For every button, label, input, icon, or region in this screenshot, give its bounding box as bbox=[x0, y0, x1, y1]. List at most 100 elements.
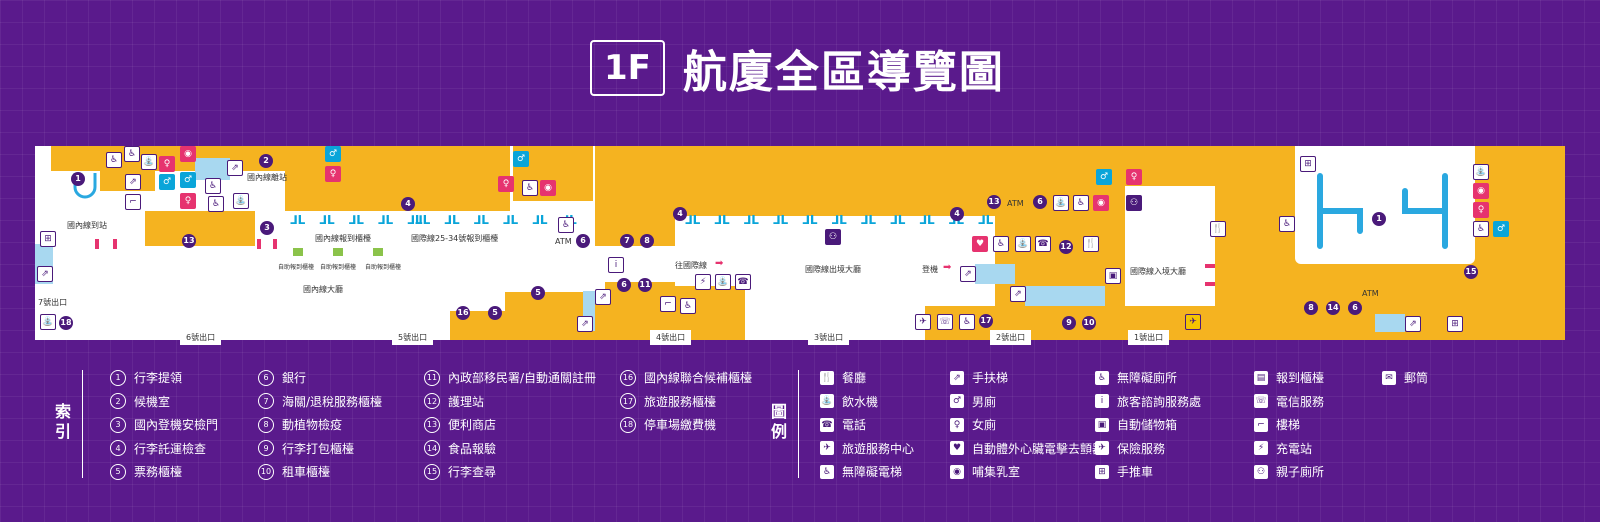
tourist-center-icon: ✈ bbox=[820, 441, 834, 456]
marker-12: 12 bbox=[1059, 240, 1073, 254]
index-label: 行李提領 bbox=[134, 371, 183, 386]
male-toilet-icon: ♂ bbox=[180, 172, 196, 188]
water-icon: ⛲ bbox=[715, 274, 731, 290]
marker-6: 6 bbox=[1033, 195, 1047, 209]
aed-icon: ♥ bbox=[950, 441, 964, 456]
water-icon: ⛲ bbox=[141, 154, 157, 170]
escalator-icon: ⇗ bbox=[1010, 286, 1026, 302]
marker-15: 15 bbox=[1464, 265, 1478, 279]
intl-arrival-hall-label: 國際線入境大廳 bbox=[1130, 267, 1186, 276]
index-label: 行李打包櫃檯 bbox=[282, 441, 355, 456]
nursing-room-icon: ◉ bbox=[950, 464, 964, 479]
index-label: 食品報驗 bbox=[448, 441, 497, 456]
marker-6: 6 bbox=[576, 234, 590, 248]
legend-item: ♀女廁 bbox=[950, 413, 1104, 437]
marker-16: 16 bbox=[456, 306, 470, 320]
escalator-icon: ⇗ bbox=[227, 160, 243, 176]
baggage-carousel bbox=[1317, 173, 1448, 249]
marker-13: 13 bbox=[182, 234, 196, 248]
floor-badge: 1F bbox=[590, 40, 665, 96]
index-number: 2 bbox=[110, 393, 126, 410]
marker-1: 1 bbox=[71, 172, 85, 186]
legend-label: 無障礙電梯 bbox=[842, 465, 903, 480]
legend-label: 手扶梯 bbox=[972, 371, 1009, 386]
female-toilet-icon: ♀ bbox=[325, 166, 341, 182]
marker-3: 3 bbox=[260, 221, 274, 235]
legend-label: 餐廳 bbox=[842, 371, 867, 386]
index-number: 7 bbox=[258, 393, 274, 410]
intl-checkin-label: 國際線25-34號報到櫃檯 bbox=[411, 234, 499, 243]
marker-5: 5 bbox=[488, 306, 502, 320]
legend-label: 樓梯 bbox=[1276, 418, 1301, 433]
legend-label: 旅遊服務中心 bbox=[842, 441, 915, 456]
female-toilet-icon: ♀ bbox=[498, 176, 514, 192]
family-toilet-icon: ⚇ bbox=[1126, 195, 1142, 211]
water-icon: ⛲ bbox=[1473, 164, 1489, 180]
domestic-arrival-label: 國內線到站 bbox=[67, 221, 107, 230]
legend-heading: 圖例 bbox=[770, 402, 787, 441]
legend-label: 哺集乳室 bbox=[972, 465, 1021, 480]
index-label: 候機室 bbox=[134, 394, 171, 409]
legend-column: ⇗手扶梯♂男廁♀女廁♥自動體外心臟電擊去顫器◉哺集乳室 bbox=[950, 366, 1104, 484]
marker-9: 9 bbox=[1062, 316, 1076, 330]
legend-item: ♥自動體外心臟電擊去顫器 bbox=[950, 437, 1104, 461]
legend-column: ✉郵筒 bbox=[1382, 366, 1428, 390]
stairs-icon: ⌐ bbox=[1254, 417, 1268, 432]
index-label: 內政部移民署/自動通關註冊 bbox=[448, 371, 597, 386]
marker-8: 8 bbox=[1304, 301, 1318, 315]
legend-label: 男廁 bbox=[972, 394, 997, 409]
gate-marker bbox=[113, 239, 117, 249]
nursing-room-icon: ◉ bbox=[180, 146, 196, 162]
legend-item: ☎電話 bbox=[820, 413, 914, 437]
boarding-arrow: ➡ bbox=[943, 262, 952, 273]
kiosk bbox=[373, 248, 383, 256]
index-number: 4 bbox=[110, 440, 126, 457]
page-title: 航廈全區導覽圖 bbox=[682, 47, 1005, 98]
cart-icon: ⊞ bbox=[1095, 464, 1109, 479]
female-toilet-icon: ♀ bbox=[1126, 169, 1142, 185]
legend-item: ⛲飲水機 bbox=[820, 390, 914, 414]
intl-departure-hall-label: 國際線出境大廳 bbox=[805, 265, 861, 274]
legend-item: ▤報到櫃檯 bbox=[1254, 366, 1324, 390]
legend-label: 女廁 bbox=[972, 418, 997, 433]
atm-label: ATM bbox=[555, 237, 572, 246]
index-number: 11 bbox=[424, 369, 440, 386]
index-number: 1 bbox=[110, 369, 126, 386]
phone-icon: ☎ bbox=[820, 417, 834, 432]
family-toilet-icon: ⚇ bbox=[1254, 464, 1268, 479]
nursing-room-icon: ◉ bbox=[540, 180, 556, 196]
legend-item: ⊞手推車 bbox=[1095, 460, 1201, 484]
index-number: 9 bbox=[258, 440, 274, 457]
legend-label: 電信服務 bbox=[1276, 394, 1325, 409]
index-label: 停車場繳費機 bbox=[644, 418, 717, 433]
marker-4: 4 bbox=[401, 197, 415, 211]
index-label: 旅遊服務櫃檯 bbox=[644, 394, 717, 409]
kiosk bbox=[333, 248, 343, 256]
stairs-icon: ⌐ bbox=[125, 194, 141, 210]
phone-icon: ☎ bbox=[735, 274, 751, 290]
tourist-center-icon: ✈ bbox=[1185, 314, 1201, 330]
info-icon: i bbox=[1095, 394, 1109, 409]
legend-label: 無障礙廁所 bbox=[1117, 371, 1178, 386]
marker-5: 5 bbox=[531, 286, 545, 300]
charging-icon: ⚡ bbox=[695, 274, 711, 290]
domestic-checkin-label: 國內線報到櫃檯 bbox=[315, 234, 371, 243]
kiosk-label: 自助報到櫃檯 bbox=[278, 264, 315, 271]
legend-label: 飲水機 bbox=[842, 394, 879, 409]
locker-icon: ▣ bbox=[1095, 417, 1109, 432]
exit-label: 1號出口 bbox=[1128, 330, 1170, 345]
exit-label: 7號出口 bbox=[36, 296, 70, 309]
escalator-icon: ⇗ bbox=[37, 266, 53, 282]
insurance-icon: ✈ bbox=[1095, 441, 1109, 456]
water-icon: ⛲ bbox=[1015, 236, 1031, 252]
male-toilet-icon: ♂ bbox=[325, 146, 341, 162]
